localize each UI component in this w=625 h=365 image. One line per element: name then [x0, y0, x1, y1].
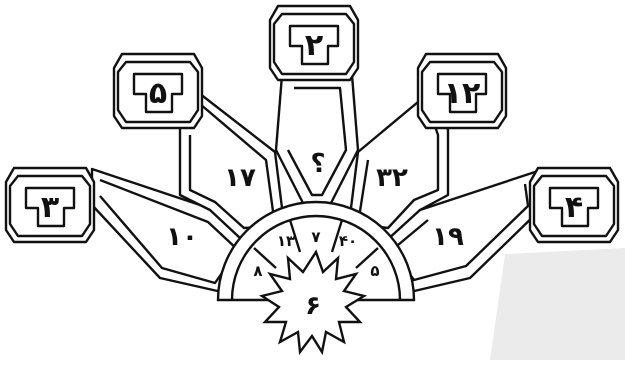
hub-segment-4: ۴۰	[339, 232, 357, 250]
cabin-right-label: ۴	[565, 190, 583, 225]
spoke-top-label: ؟	[310, 149, 325, 179]
overlay-panel	[490, 248, 625, 360]
hub-segment-3: ۷	[311, 228, 320, 246]
spoke-left-label: ۱۰	[166, 222, 198, 252]
hub-center-label: ۶	[305, 291, 321, 321]
spoke-upper-right-label: ۳۲	[376, 163, 408, 193]
spoke-upper-left-label: ۱۷	[224, 163, 256, 193]
spoke-right-label: ۱۹	[432, 222, 464, 252]
cabin-top-label: ۲	[305, 28, 323, 63]
hub-segment-1: ۸	[253, 262, 262, 280]
cabin-upper-right-label: ۱۲	[444, 76, 481, 111]
hub-segment-5: ۵	[370, 262, 379, 280]
hub-segment-2: ۱۳	[277, 232, 295, 250]
cabin-upper-left-label: ۵	[149, 76, 167, 111]
cabin-left-label: ۳	[41, 190, 59, 225]
